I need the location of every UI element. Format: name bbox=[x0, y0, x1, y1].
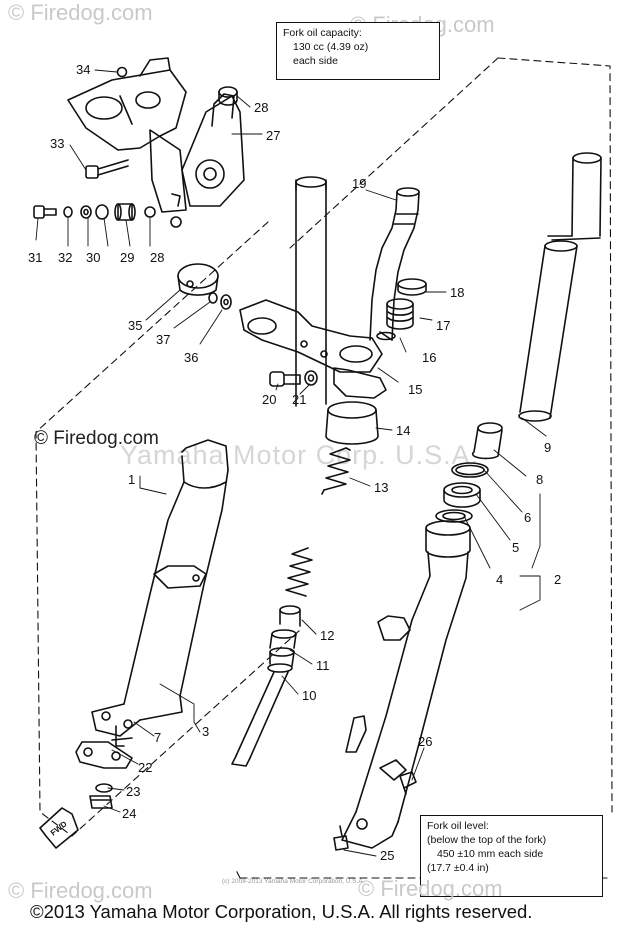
tiny-copyright: (c) 2008-2013 Yamaha Motor Corporation, … bbox=[222, 878, 365, 885]
callout-8: 8 bbox=[536, 472, 543, 487]
callout-36: 36 bbox=[184, 350, 198, 365]
dashed-frame-right bbox=[235, 57, 613, 879]
capacity-value: 130 cc (4.39 oz) bbox=[293, 41, 369, 53]
leader-lines bbox=[35, 69, 547, 857]
callout-34: 34 bbox=[76, 62, 90, 77]
cap-18 bbox=[397, 278, 427, 296]
callout-27: 27 bbox=[266, 128, 280, 143]
bolt-26 bbox=[399, 771, 417, 795]
watermark-side: © Firedog.com bbox=[34, 428, 159, 449]
callout-15: 15 bbox=[408, 382, 422, 397]
callout-28-lower: 28 bbox=[150, 250, 164, 265]
inner-tube-left bbox=[295, 176, 327, 407]
callout-18: 18 bbox=[450, 285, 464, 300]
watermark-center: Yamaha Motor Corp. U.S.A. bbox=[120, 440, 480, 470]
callout-31: 31 bbox=[28, 250, 42, 265]
washer-21 bbox=[304, 370, 318, 386]
hardware-row bbox=[33, 193, 182, 228]
callout-3: 3 bbox=[202, 724, 209, 739]
callout-10: 10 bbox=[302, 688, 316, 703]
callout-16: 16 bbox=[422, 350, 436, 365]
callout-32: 32 bbox=[58, 250, 72, 265]
clip-6 bbox=[451, 462, 489, 478]
seal-17 bbox=[386, 298, 414, 330]
callout-14: 14 bbox=[396, 423, 410, 438]
bolt-25 bbox=[333, 825, 349, 851]
level-title: Fork oil level: bbox=[427, 820, 489, 832]
bolt-33 bbox=[85, 159, 129, 179]
callout-29: 29 bbox=[120, 250, 134, 265]
callout-26: 26 bbox=[418, 734, 432, 749]
callout-12: 12 bbox=[320, 628, 334, 643]
watermark-top-left: © Firedog.com bbox=[8, 0, 153, 25]
callout-37: 37 bbox=[156, 332, 170, 347]
oil-seal-5 bbox=[443, 482, 481, 508]
top-bracket bbox=[67, 57, 245, 213]
callout-21: 21 bbox=[292, 392, 306, 407]
inner-tube-right bbox=[518, 152, 602, 422]
callout-19: 19 bbox=[352, 176, 366, 191]
callout-25: 25 bbox=[380, 848, 394, 863]
capacity-title: Fork oil capacity: bbox=[283, 27, 362, 39]
fork-oil-level-note: Fork oil level: (below the top of the fo… bbox=[420, 815, 603, 897]
fork-oil-capacity-note: Fork oil capacity: 130 cc (4.39 oz) each… bbox=[276, 22, 440, 80]
callout-labels: 34 33 31 32 30 29 28 28 27 35 37 36 19 1… bbox=[28, 62, 561, 863]
fwd-arrow-label: FWD bbox=[49, 819, 69, 837]
outer-leg-right bbox=[341, 520, 471, 849]
callout-11: 11 bbox=[316, 658, 330, 673]
watermark-bottom-left: © Firedog.com bbox=[8, 878, 153, 903]
under-bracket bbox=[239, 299, 387, 399]
callout-28-upper: 28 bbox=[254, 100, 268, 115]
callout-23: 23 bbox=[126, 784, 140, 799]
callout-20: 20 bbox=[262, 392, 276, 407]
dashed-frame-left bbox=[35, 221, 301, 837]
steering-stem-19 bbox=[369, 187, 420, 341]
capacity-unit: each side bbox=[293, 55, 338, 67]
reflector-35 bbox=[177, 263, 219, 296]
callout-35: 35 bbox=[128, 318, 142, 333]
callout-33: 33 bbox=[50, 136, 64, 151]
level-value: 450 ±10 mm each side bbox=[437, 848, 544, 860]
outer-leg-left bbox=[91, 439, 229, 747]
callout-4: 4 bbox=[496, 572, 503, 587]
callout-5: 5 bbox=[512, 540, 519, 555]
callout-30: 30 bbox=[86, 250, 100, 265]
callout-9: 9 bbox=[544, 440, 551, 455]
dust-cover-14 bbox=[325, 401, 379, 445]
watermark-bottom-right: © Firedog.com bbox=[358, 876, 503, 901]
footer-copyright: ©2013 Yamaha Motor Corporation, U.S.A. A… bbox=[30, 901, 533, 922]
callout-7: 7 bbox=[154, 730, 161, 745]
ring-16 bbox=[376, 331, 396, 341]
washer-23 bbox=[95, 783, 113, 793]
fwd-arrow-icon bbox=[39, 807, 79, 849]
level-alt: (17.7 ±0.4 in) bbox=[427, 862, 489, 874]
callout-17: 17 bbox=[436, 318, 450, 333]
callout-24: 24 bbox=[122, 806, 136, 821]
spring-13 bbox=[321, 447, 351, 495]
washers-36-37 bbox=[208, 292, 232, 310]
spring-lower bbox=[285, 547, 313, 597]
callout-13: 13 bbox=[374, 480, 388, 495]
damper-rod bbox=[231, 605, 301, 767]
callout-1: 1 bbox=[128, 472, 135, 487]
level-detail: (below the top of the fork) bbox=[427, 834, 547, 846]
bolt-34 bbox=[116, 66, 128, 78]
callout-2: 2 bbox=[554, 572, 561, 587]
callout-22: 22 bbox=[138, 760, 152, 775]
callout-6: 6 bbox=[524, 510, 531, 525]
collar-8 bbox=[471, 422, 503, 460]
nut-24 bbox=[89, 795, 113, 809]
